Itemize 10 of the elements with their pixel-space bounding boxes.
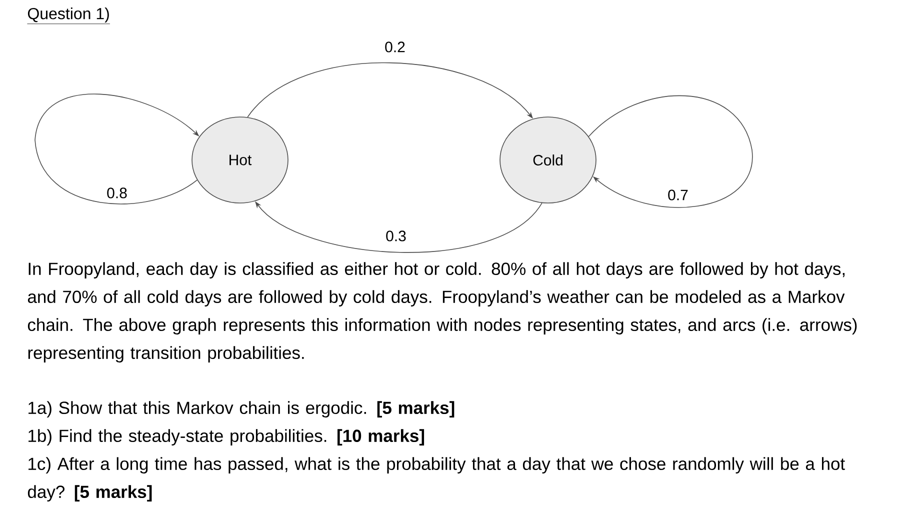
edge-label: 0.7 [666, 188, 690, 202]
question-text: 1b) Find the steady-state probabilities. [10 marks] [28, 429, 424, 446]
question-text: In Froopyland, each day is classified as either hot or cold. 80% of all hot days are followed by hot days, and 70% of all cold days are followed by cold days. Froopyland’s weather can be modeled as a Markov chain. The above graph represents this information with nodes representing states, and arcs (i.e. arrows) representing transition probabilities. [28, 262, 857, 362]
edge-label: 0.2 [384, 40, 406, 54]
question-text: 1a) Show that this Markov chain is ergodic. [5 marks] [28, 401, 454, 418]
edge-label: 0.8 [106, 186, 128, 200]
heading: Question 1) [27, 8, 110, 24]
edge-label: 0.3 [384, 230, 408, 242]
arrow [588, 95, 752, 208]
question-text: 1c) After a long time has passed, what is the probability that a day that we chose randomly will be a hot day? [5 marks] [28, 457, 845, 502]
